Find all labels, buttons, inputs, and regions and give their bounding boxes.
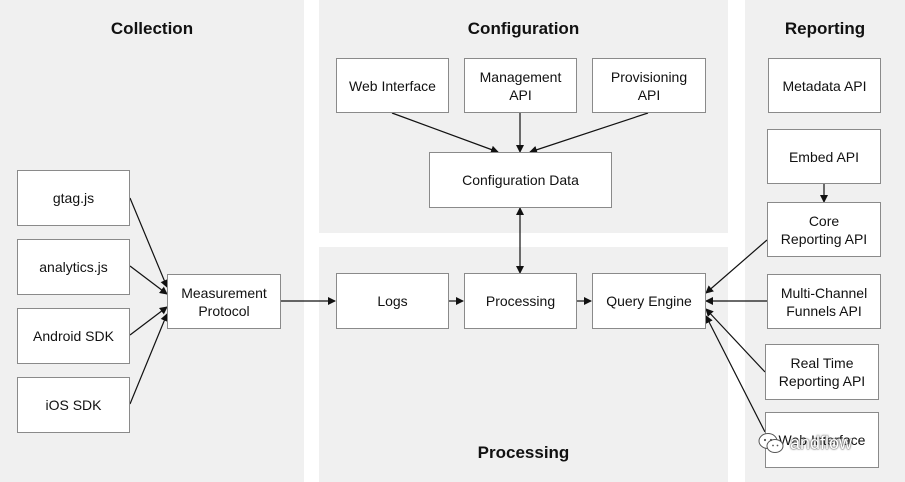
arrow-webui-to-config: [391, 112, 499, 154]
provisioning-api-box: Provisioning API: [592, 58, 706, 113]
processing-title: Processing: [477, 443, 570, 462]
arrow-android-to-protocol: [129, 306, 168, 336]
wechat-icon: [758, 433, 784, 453]
arrow-analytics-to-protocol: [129, 265, 168, 295]
processing-box: Processing: [464, 273, 577, 329]
arrow-gtag-to-protocol: [129, 197, 169, 288]
reporting-title: Reporting: [784, 19, 866, 38]
arrow-prov-to-config: [529, 112, 649, 154]
multi-channel-funnels-api-box: Multi-Channel Funnels API: [767, 274, 881, 329]
source-ios-sdk: iOS SDK: [17, 377, 130, 433]
source-gtag-js: gtag.js: [17, 170, 130, 226]
core-reporting-api-box: Core Reporting API: [767, 202, 881, 257]
management-api-box: Management API: [464, 58, 577, 113]
source-android-sdk: Android SDK: [17, 308, 130, 364]
embed-api-box: Embed API: [767, 129, 881, 184]
configuration-data-box: Configuration Data: [429, 152, 612, 208]
real-time-reporting-api-box: Real Time Reporting API: [765, 344, 879, 400]
metadata-api-box: Metadata API: [768, 58, 881, 113]
collection-title: Collection: [110, 19, 194, 38]
source-analytics-js: analytics.js: [17, 239, 130, 295]
arrow-webui-report-to-query: [705, 315, 766, 433]
watermark: andflow: [758, 428, 898, 458]
config-web-interface-box: Web Interface: [336, 58, 449, 113]
arrow-realtime-to-query: [705, 308, 766, 373]
arrow-ios-to-protocol: [129, 313, 169, 405]
arrow-core-to-query: [705, 239, 768, 294]
configuration-title: Configuration: [467, 19, 580, 38]
watermark-text: andflow: [790, 432, 853, 453]
logs-box: Logs: [336, 273, 449, 329]
measurement-protocol-box: Measurement Protocol: [167, 274, 281, 329]
query-engine-box: Query Engine: [592, 273, 706, 329]
